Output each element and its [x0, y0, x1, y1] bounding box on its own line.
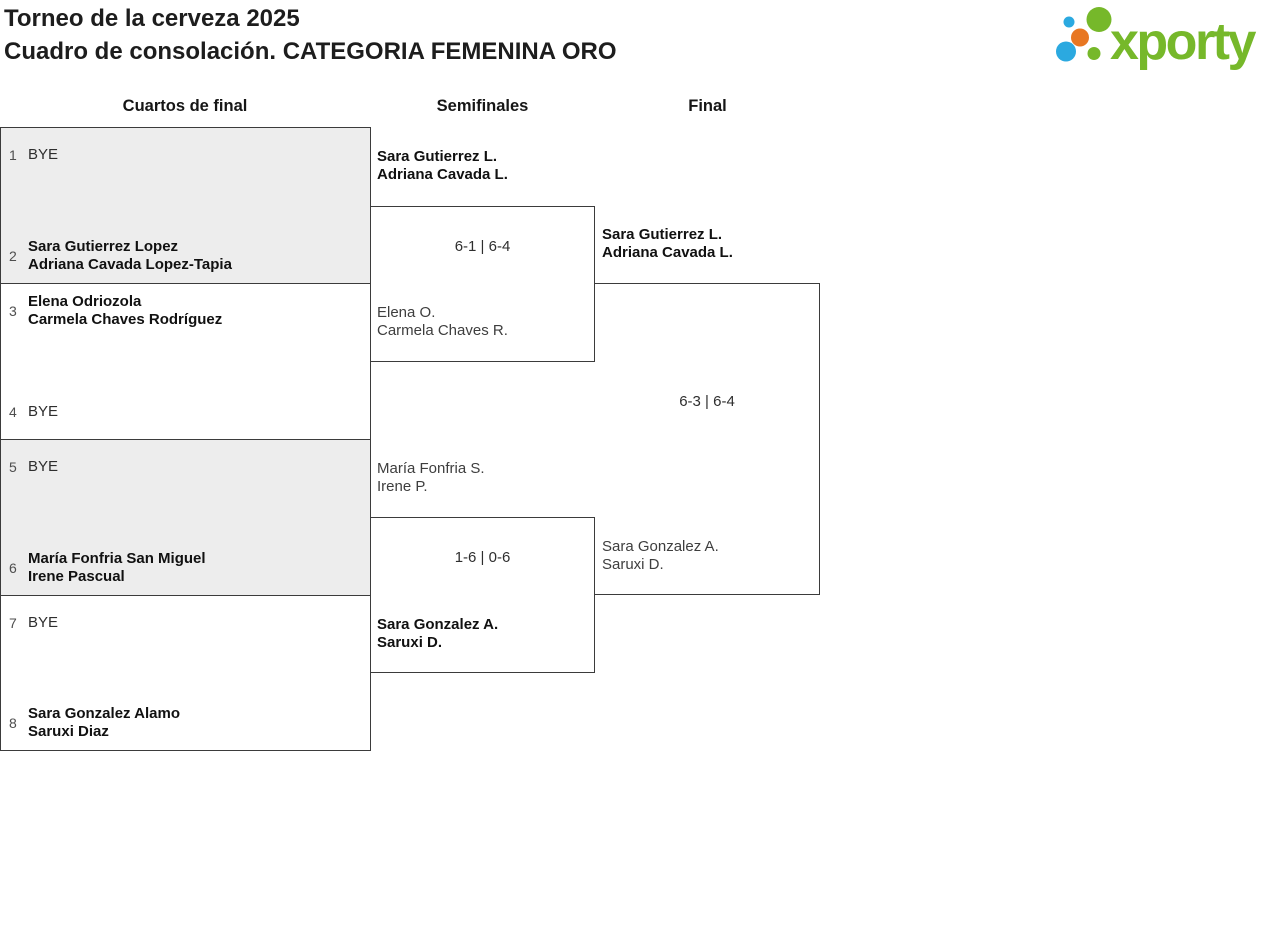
match-box-final[interactable] [594, 283, 820, 595]
team-row: 5 BYE [1, 458, 370, 476]
team-name: Elena O. Carmela Chaves R. [377, 304, 508, 339]
team-row: 2 Sara Gutierrez Lopez Adriana Cavada Lo… [1, 238, 370, 274]
xporty-logo[interactable]: xporty [1050, 2, 1276, 74]
seed-number: 8 [9, 715, 17, 731]
team-name: María Fonfria San Miguel Irene Pascual [28, 550, 206, 585]
tournament-title: Torneo de la cerveza 2025 [4, 5, 300, 32]
match-box-sf1[interactable] [370, 206, 595, 362]
seed-number: 3 [9, 303, 17, 319]
team-name: BYE [28, 403, 59, 420]
team-name: Sara Gutierrez L. Adriana Cavada L. [377, 148, 508, 183]
round-header-final: Final [688, 97, 727, 115]
team-name: Sara Gonzalez Alamo Saruxi Diaz [28, 705, 180, 740]
team-name: Sara Gonzalez A. Saruxi D. [377, 616, 499, 651]
seed-number: 7 [9, 615, 17, 631]
match-box-qf3[interactable]: 5 BYE 6 María Fonfria San Miguel Irene P… [0, 439, 371, 596]
team-name: BYE [28, 458, 59, 475]
team-name: Sara Gutierrez Lopez Adriana Cavada Lope… [28, 238, 232, 273]
seed-number: 6 [9, 560, 17, 576]
match-score: 6-1 | 6-4 [454, 238, 511, 255]
team-name: Sara Gutierrez L. Adriana Cavada L. [602, 226, 733, 261]
team-name: BYE [28, 614, 59, 631]
team-name: Sara Gonzalez A. Saruxi D. [602, 538, 719, 573]
team-row: 8 Sara Gonzalez Alamo Saruxi Diaz [1, 705, 370, 741]
seed-number: 5 [9, 459, 17, 475]
seed-number: 2 [9, 248, 17, 264]
seed-number: 4 [9, 404, 17, 420]
team-name: Elena Odriozola Carmela Chaves Rodríguez [28, 293, 223, 328]
match-box-qf2[interactable]: 3 Elena Odriozola Carmela Chaves Rodrígu… [0, 283, 371, 440]
round-header-semifinals: Semifinales [436, 97, 529, 115]
match-box-qf4[interactable]: 7 BYE 8 Sara Gonzalez Alamo Saruxi Diaz [0, 595, 371, 751]
seed-number: 1 [9, 147, 17, 163]
team-row: 7 BYE [1, 614, 370, 632]
team-row: 6 María Fonfria San Miguel Irene Pascual [1, 550, 370, 586]
round-header-quarterfinals: Cuartos de final [122, 97, 248, 115]
match-box-qf1[interactable]: 1 BYE 2 Sara Gutierrez Lopez Adriana Cav… [0, 127, 371, 284]
match-score: 6-3 | 6-4 [679, 393, 735, 410]
logo-wordmark: xporty [1110, 13, 1257, 71]
match-box-sf2[interactable] [370, 517, 595, 673]
team-row: 4 BYE [1, 403, 370, 421]
page-title: Torneo de la cerveza 2025 Cuadro de cons… [4, 2, 616, 68]
team-name: María Fonfria S. Irene P. [377, 460, 485, 495]
team-name: BYE [28, 146, 59, 163]
team-row: 1 BYE [1, 146, 370, 164]
logo-dots-icon [1056, 7, 1112, 62]
match-score: 1-6 | 0-6 [454, 549, 511, 566]
team-row: 3 Elena Odriozola Carmela Chaves Rodrígu… [1, 293, 370, 329]
draw-subtitle: Cuadro de consolación. CATEGORIA FEMENIN… [4, 38, 617, 65]
